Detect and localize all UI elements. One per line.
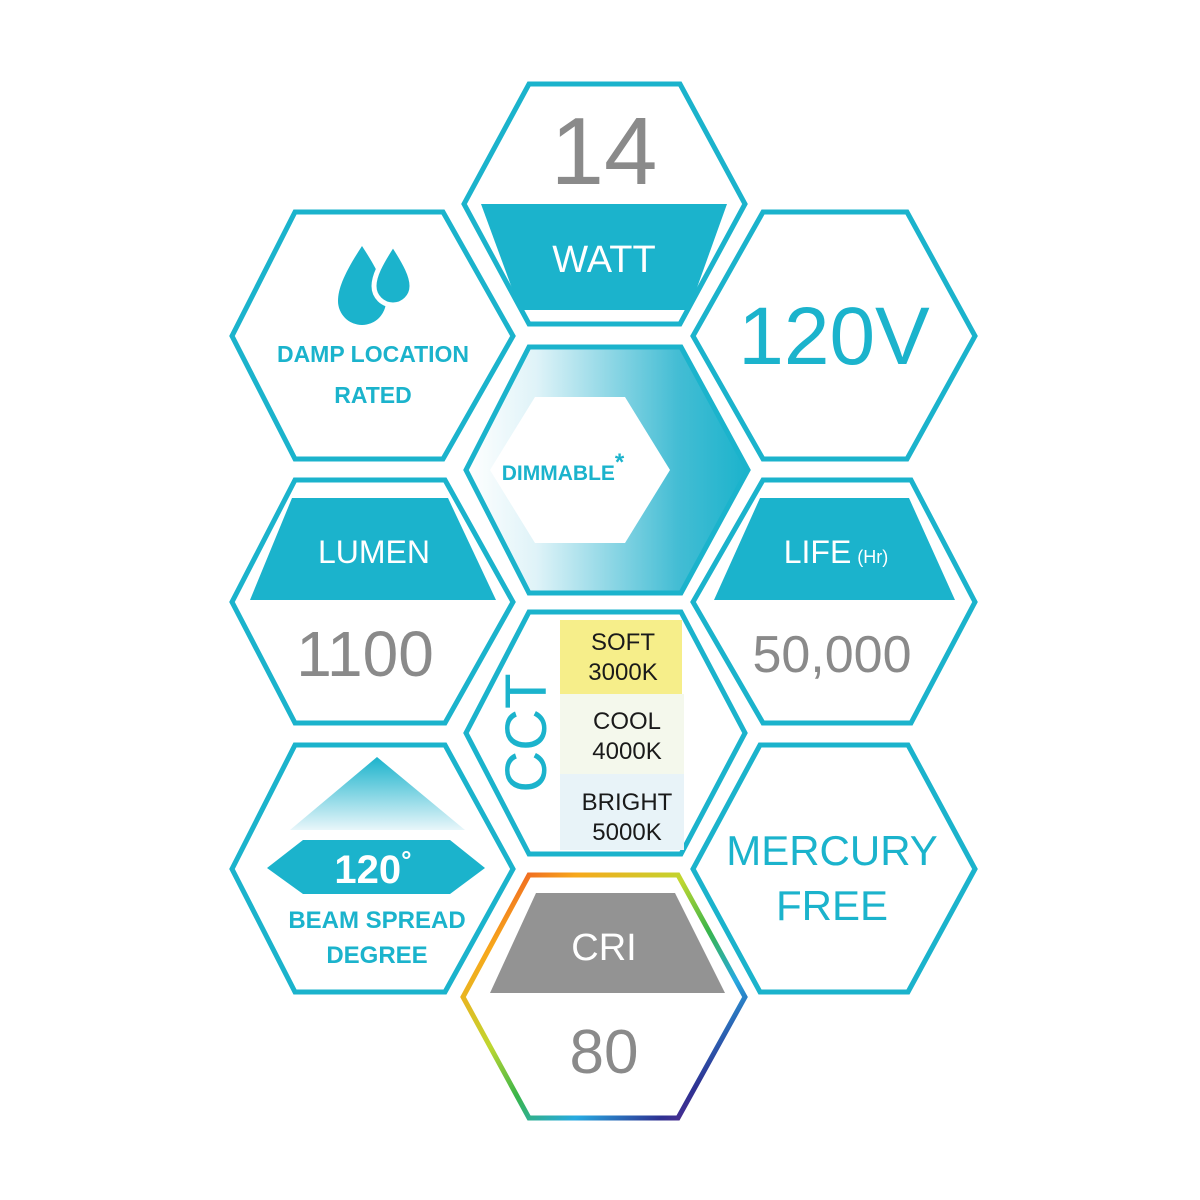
damp-tile: DAMP LOCATION RATED [229, 209, 516, 462]
voltage-value: 120V [738, 291, 930, 382]
lumen-band [250, 498, 496, 600]
watt-value: 14 [551, 98, 658, 205]
voltage-tile: 120V [690, 209, 978, 462]
life-label: LIFE(Hr) [784, 534, 889, 570]
mercury-line1: MERCURY [726, 827, 938, 874]
cri-value: 80 [570, 1018, 639, 1087]
life-value: 50,000 [752, 626, 911, 684]
voltage-hexagon [690, 209, 978, 462]
damp-line2: RATED [334, 382, 412, 408]
dimmable-tile: DIMMABLE* [463, 344, 751, 596]
cct-label: CCT [494, 673, 559, 792]
life-tile: LIFE(Hr) 50,000 [690, 477, 978, 726]
cct-bright-kelvin: 5000K [592, 819, 661, 846]
dimmable-inner-hexagon [490, 397, 670, 543]
cct-bright-name: BRIGHT [582, 789, 673, 816]
cct-soft-name: SOFT [591, 629, 655, 656]
watt-band [481, 204, 727, 310]
beam-angle: 120° [334, 845, 411, 892]
cct-soft-kelvin: 3000K [588, 659, 657, 686]
lumen-label: LUMEN [318, 534, 430, 570]
cct-cool-kelvin: 4000K [592, 738, 661, 765]
damp-hexagon [229, 209, 516, 462]
cct-option-soft [560, 620, 682, 694]
cri-label: CRI [571, 927, 636, 969]
beam-spread-icon [267, 757, 485, 894]
lumen-value: 1100 [296, 618, 434, 690]
watt-tile: 14 WATT [461, 81, 748, 327]
mercury-line2: FREE [776, 882, 888, 929]
cri-tile: CRI 80 [460, 872, 748, 1121]
life-band [714, 498, 955, 600]
water-drops-icon [338, 239, 415, 325]
mercury-tile: MERCURY FREE [690, 742, 978, 995]
cct-option-cool [560, 694, 684, 774]
beam-line1: BEAM SPREAD [288, 907, 465, 934]
beam-line2: DEGREE [326, 942, 427, 969]
lumen-tile: LUMEN 1100 [229, 477, 516, 726]
cri-band [490, 893, 725, 993]
cct-tile: CCT SOFT 3000K COOL 4000K BRIGHT 5000K [463, 609, 748, 857]
watt-label: WATT [552, 239, 655, 281]
beam-tile: 120° BEAM SPREAD DEGREE [229, 742, 516, 995]
damp-line1: DAMP LOCATION [277, 341, 469, 367]
dimmable-label: DIMMABLE* [502, 449, 625, 485]
cct-cool-name: COOL [593, 708, 661, 735]
mercury-hexagon [690, 742, 978, 995]
cct-option-bright [560, 774, 684, 850]
